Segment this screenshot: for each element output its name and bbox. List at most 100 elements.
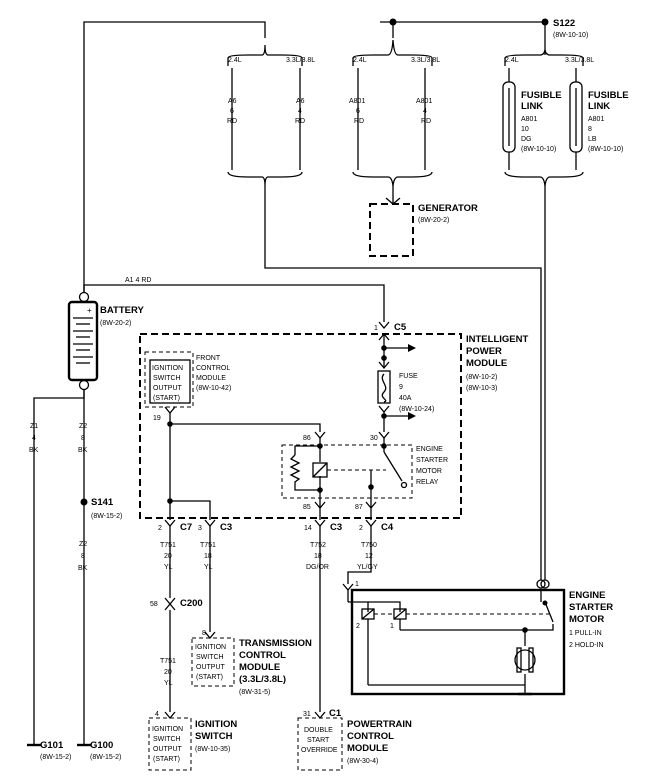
pcm-inner-1: DOUBLE	[304, 727, 333, 734]
battery-feed-wire	[83, 21, 266, 292]
starter-relay-box	[281, 444, 413, 499]
fl-33l-label: 3.3L/3.8L	[565, 57, 594, 64]
s122-ref: (8W-10-10)	[553, 32, 588, 39]
battery: + BATTERY (8W-20-2) A1 4 RD	[67, 277, 385, 391]
ipm-title-1: INTELLIGENT	[466, 334, 528, 345]
c3b-pin: 14	[304, 525, 312, 532]
coil-2-label: 2	[356, 623, 360, 630]
relay-label-2: STARTER	[416, 457, 448, 464]
wire-group-a6: 2.4L 3.3L/3.8L A6 6 RD A6 4 RD	[227, 44, 542, 580]
relay-label-4: RELAY	[416, 479, 439, 486]
fcm-label-1: FRONT	[196, 355, 221, 362]
ignition-switch: 4 IGNITION SWITCH OUTPUT (START) IGNITIO…	[148, 711, 237, 771]
battery-body	[67, 300, 99, 382]
z1-line2: 4	[32, 435, 36, 442]
fcm-inner-1: IGNITION	[152, 365, 183, 372]
pcm-title-1: POWERTRAIN	[347, 719, 412, 730]
fcm-inner-3: OUTPUT	[153, 385, 183, 392]
tcm-title-1: TRANSMISSION	[239, 638, 312, 649]
pin-85: 85	[303, 504, 311, 511]
pin-87: 87	[355, 504, 363, 511]
starter-title-1: ENGINE	[569, 590, 605, 601]
pcm-inner-2: START	[307, 737, 330, 744]
pcm-title-3: MODULE	[347, 743, 388, 754]
ipm-ref-2: (8W-10-3)	[466, 385, 497, 392]
fl1-title2: LINK	[521, 101, 543, 112]
g101-label: G101	[40, 740, 64, 751]
coil-1-label: 1	[390, 623, 394, 630]
pin-30: 30	[370, 435, 378, 442]
fcm-inner-4: (START)	[153, 395, 180, 402]
c7-label: C7	[180, 522, 192, 533]
a801-6-line2: 6	[356, 108, 360, 115]
battery-wire-a1: A1 4 RD	[125, 277, 151, 284]
c7-pin: 2	[158, 525, 162, 532]
fuse-rating: 40A	[399, 395, 412, 402]
c4-pin: 2	[359, 525, 363, 532]
starter-line-1: 1 PULL-IN	[569, 630, 602, 637]
t751a-line3: YL	[164, 564, 173, 571]
engine-starter-motor: ENGINE STARTER MOTOR 1 PULL-IN 2 HOLD-IN…	[342, 579, 613, 696]
c3b-label: C3	[330, 522, 342, 533]
c200-pin: 58	[150, 601, 158, 608]
battery-ref: (8W-20-2)	[100, 320, 131, 327]
a6-4-line1: A6	[296, 98, 305, 105]
battery-label: BATTERY	[100, 305, 144, 316]
a801-6-line3: RD	[354, 118, 364, 125]
battery-plus-sign: +	[87, 306, 92, 315]
z1-line3: BK	[29, 447, 39, 454]
g100-label: G100	[90, 740, 113, 751]
z2b-line2: 8	[81, 553, 85, 560]
fcm-label-3: MODULE	[196, 375, 226, 382]
tcm-inner-1: IGNITION	[195, 644, 226, 651]
tcm-ref: (8W-31-5)	[239, 689, 270, 696]
ign-inner-1: IGNITION	[152, 726, 183, 733]
t751a-line1: T751	[160, 542, 176, 549]
z2b-line3: BK	[78, 565, 88, 572]
fl2-line1: A801	[588, 116, 604, 123]
a6-24l-label: 2.4L	[228, 57, 242, 64]
starter-motor-box	[350, 588, 566, 696]
a801-6-line1: A801	[349, 98, 365, 105]
c5-label: C5	[394, 322, 407, 333]
a801-24l-label: 2.4L	[353, 57, 367, 64]
ign-inner-2: SWITCH	[153, 736, 181, 743]
fcm-label-4: (8W-10-42)	[196, 385, 231, 392]
fuse-number: 9	[399, 384, 403, 391]
fl2-title1: FUSIBLE	[588, 90, 629, 101]
t750-line1: T750	[361, 542, 377, 549]
t751b-line2: 18	[204, 553, 212, 560]
fuse-ref: (8W-10-24)	[399, 406, 434, 413]
fcm-pin-19: 19	[153, 415, 161, 422]
intelligent-power-module: INTELLIGENT POWER MODULE (8W-10-2) (8W-1…	[139, 321, 528, 520]
a6-4-line3: RD	[295, 118, 305, 125]
fl-24l-label: 2.4L	[505, 57, 519, 64]
a801-33l-label: 3.3L/3.8L	[411, 57, 440, 64]
ipm-title-2: POWER	[466, 346, 502, 357]
tcm-title-2: CONTROL	[239, 650, 286, 661]
c1-pin: 31	[303, 711, 311, 718]
z2a-line1: Z2	[79, 423, 87, 430]
z2b-line1: Z2	[79, 541, 87, 548]
ign-pin: 4	[155, 711, 159, 718]
tcm-inner-2: SWITCH	[196, 654, 224, 661]
pcm-title-2: CONTROL	[347, 731, 394, 742]
a6-2-line2: 6	[230, 108, 234, 115]
motor-pin: 1	[355, 581, 359, 588]
s122-label: S122	[553, 18, 575, 29]
ipm-ref-1: (8W-10-2)	[466, 374, 497, 381]
t751c-line1: T751	[160, 658, 176, 665]
ign-inner-4: (START)	[153, 756, 180, 763]
starter-title-2: STARTER	[569, 602, 613, 613]
t750-line3: YL/GY	[357, 564, 378, 571]
a6-33l-label: 3.3L/3.8L	[286, 57, 315, 64]
s141-splice-dot	[80, 498, 88, 506]
c200-label: C200	[180, 598, 203, 609]
c1-label: C1	[329, 708, 342, 719]
g100-ref: (8W-15-2)	[90, 754, 121, 761]
fl1-line2: 10	[521, 126, 529, 133]
generator-ref: (8W-20-2)	[418, 217, 449, 224]
fl2-line2: 8	[588, 126, 592, 133]
c3a-pin: 3	[198, 525, 202, 532]
fl1-line4: (8W-10-10)	[521, 146, 556, 153]
